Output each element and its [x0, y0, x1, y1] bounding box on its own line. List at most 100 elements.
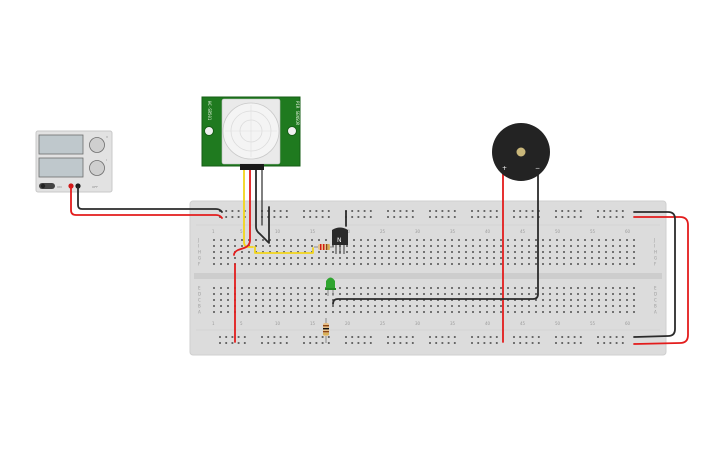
- breadboard-hole[interactable]: [423, 257, 425, 259]
- breadboard-hole[interactable]: [297, 287, 299, 289]
- breadboard-hole[interactable]: [555, 342, 557, 344]
- breadboard-hole[interactable]: [549, 311, 551, 313]
- breadboard-hole[interactable]: [346, 257, 348, 259]
- breadboard-hole[interactable]: [453, 336, 456, 338]
- breadboard-hole[interactable]: [279, 342, 282, 344]
- breadboard-hole[interactable]: [369, 216, 372, 218]
- breadboard-hole[interactable]: [213, 257, 215, 259]
- breadboard-hole[interactable]: [626, 287, 628, 289]
- breadboard-hole[interactable]: [435, 342, 438, 344]
- breadboard-hole[interactable]: [579, 342, 582, 344]
- breadboard-hole[interactable]: [353, 293, 355, 295]
- breadboard-hole[interactable]: [507, 311, 509, 313]
- breadboard-hole[interactable]: [465, 251, 467, 253]
- breadboard-hole[interactable]: [437, 245, 439, 247]
- breadboard-hole[interactable]: [346, 299, 348, 301]
- breadboard-hole[interactable]: [605, 305, 607, 307]
- breadboard-hole[interactable]: [621, 216, 624, 218]
- power-supply[interactable]: V I ON OFF: [35, 130, 113, 193]
- breadboard-hole[interactable]: [273, 336, 276, 338]
- breadboard-hole[interactable]: [353, 239, 355, 241]
- breadboard-hole[interactable]: [542, 287, 544, 289]
- breadboard-hole[interactable]: [220, 239, 222, 241]
- breadboard-hole[interactable]: [395, 245, 397, 247]
- breadboard-hole[interactable]: [297, 293, 299, 295]
- breadboard-hole[interactable]: [609, 336, 612, 338]
- breadboard-hole[interactable]: [633, 293, 635, 295]
- breadboard-hole[interactable]: [363, 216, 366, 218]
- breadboard-hole[interactable]: [531, 336, 534, 338]
- breadboard-hole[interactable]: [563, 263, 565, 265]
- breadboard-hole[interactable]: [304, 263, 306, 265]
- breadboard-hole[interactable]: [405, 210, 408, 212]
- breadboard-hole[interactable]: [563, 299, 565, 301]
- breadboard-hole[interactable]: [241, 245, 243, 247]
- breadboard-hole[interactable]: [603, 336, 606, 338]
- breadboard-hole[interactable]: [315, 210, 318, 212]
- breadboard-hole[interactable]: [248, 305, 250, 307]
- breadboard-hole[interactable]: [609, 342, 612, 344]
- breadboard-hole[interactable]: [472, 257, 474, 259]
- breadboard-hole[interactable]: [369, 336, 372, 338]
- breadboard-hole[interactable]: [269, 257, 271, 259]
- breadboard-hole[interactable]: [514, 257, 516, 259]
- breadboard-hole[interactable]: [290, 299, 292, 301]
- breadboard-hole[interactable]: [388, 257, 390, 259]
- breadboard-hole[interactable]: [612, 239, 614, 241]
- breadboard-hole[interactable]: [273, 210, 276, 212]
- breadboard-hole[interactable]: [297, 239, 299, 241]
- breadboard-hole[interactable]: [486, 245, 488, 247]
- breadboard-hole[interactable]: [437, 293, 439, 295]
- breadboard-hole[interactable]: [357, 210, 360, 212]
- breadboard-hole[interactable]: [577, 305, 579, 307]
- breadboard-hole[interactable]: [579, 210, 582, 212]
- pir-sensor[interactable]: HC-SR501 PIR SENSOR: [201, 96, 301, 170]
- breadboard-hole[interactable]: [225, 342, 228, 344]
- breadboard-hole[interactable]: [269, 305, 271, 307]
- breadboard-hole[interactable]: [276, 293, 278, 295]
- breadboard-hole[interactable]: [309, 216, 312, 218]
- breadboard-hole[interactable]: [276, 287, 278, 289]
- breadboard-hole[interactable]: [591, 239, 593, 241]
- breadboard-hole[interactable]: [309, 342, 312, 344]
- breadboard-hole[interactable]: [577, 263, 579, 265]
- breadboard-hole[interactable]: [563, 287, 565, 289]
- breadboard-hole[interactable]: [402, 239, 404, 241]
- breadboard-hole[interactable]: [213, 287, 215, 289]
- breadboard-hole[interactable]: [489, 210, 492, 212]
- breadboard-hole[interactable]: [304, 245, 306, 247]
- breadboard-hole[interactable]: [437, 305, 439, 307]
- breadboard-hole[interactable]: [500, 299, 502, 301]
- breadboard-hole[interactable]: [303, 336, 305, 338]
- breadboard-hole[interactable]: [437, 299, 439, 301]
- breadboard-hole[interactable]: [514, 245, 516, 247]
- breadboard-hole[interactable]: [345, 342, 347, 344]
- breadboard-hole[interactable]: [451, 239, 453, 241]
- breadboard-hole[interactable]: [535, 239, 537, 241]
- breadboard-hole[interactable]: [411, 336, 414, 338]
- breadboard-hole[interactable]: [325, 293, 327, 295]
- breadboard-hole[interactable]: [381, 257, 383, 259]
- breadboard-hole[interactable]: [411, 210, 414, 212]
- breadboard-hole[interactable]: [612, 251, 614, 253]
- breadboard-hole[interactable]: [479, 251, 481, 253]
- breadboard-hole[interactable]: [304, 305, 306, 307]
- breadboard-hole[interactable]: [612, 311, 614, 313]
- breadboard-hole[interactable]: [573, 210, 576, 212]
- breadboard-hole[interactable]: [615, 216, 618, 218]
- breadboard-hole[interactable]: [477, 216, 480, 218]
- breadboard-hole[interactable]: [584, 239, 586, 241]
- breadboard-hole[interactable]: [621, 210, 624, 212]
- breadboard-hole[interactable]: [311, 299, 313, 301]
- breadboard-hole[interactable]: [598, 239, 600, 241]
- breadboard-hole[interactable]: [535, 287, 537, 289]
- breadboard-hole[interactable]: [633, 245, 635, 247]
- breadboard-hole[interactable]: [507, 239, 509, 241]
- breadboard-hole[interactable]: [549, 305, 551, 307]
- breadboard-hole[interactable]: [605, 257, 607, 259]
- breadboard-hole[interactable]: [451, 251, 453, 253]
- breadboard-hole[interactable]: [447, 210, 450, 212]
- breadboard-hole[interactable]: [416, 293, 418, 295]
- breadboard-hole[interactable]: [311, 245, 313, 247]
- breadboard-hole[interactable]: [472, 245, 474, 247]
